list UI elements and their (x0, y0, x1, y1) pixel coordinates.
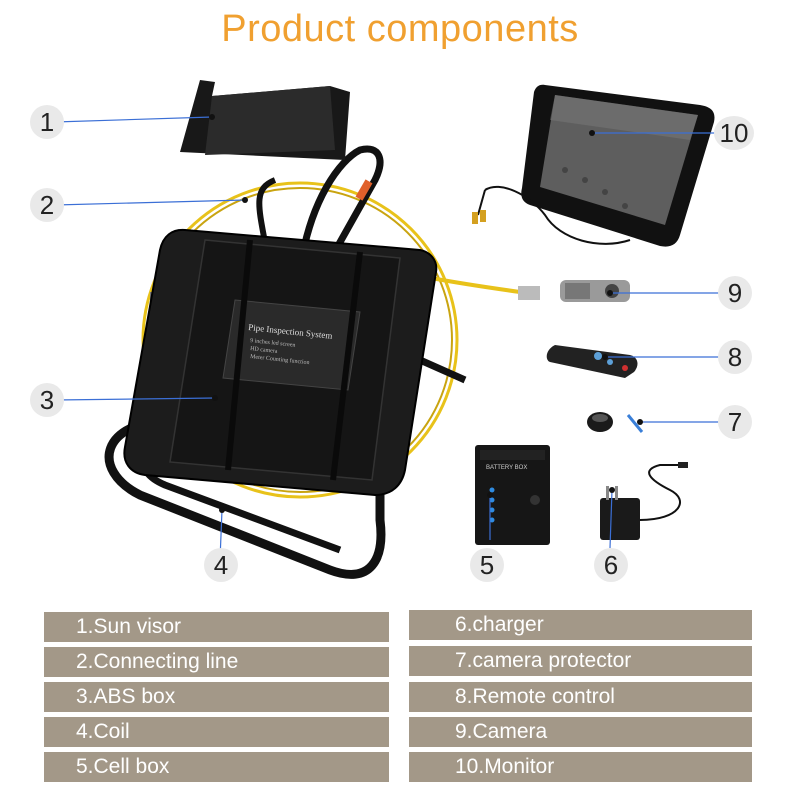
legend-item-camera-protector: 7.camera protector (409, 646, 752, 676)
case-label-line2: 9 inches led screen (250, 338, 296, 349)
callout-3: 3 (30, 383, 64, 417)
camera-protector (587, 412, 644, 433)
monitor (472, 84, 715, 247)
callout-5: 5 (470, 548, 504, 582)
camera (560, 280, 630, 302)
legend-item-coil: 4.Coil (44, 717, 389, 747)
callout-6: 6 (594, 548, 628, 582)
legend-item-abs-box: 3.ABS box (44, 682, 389, 712)
case-label-line3: HD camera (250, 346, 278, 355)
legend-item-charger: 6.charger (409, 610, 752, 640)
legend-item-camera: 9.Camera (409, 717, 752, 747)
legend-item-remote-control: 8.Remote control (409, 682, 752, 712)
legend-item-cell-box: 5.Cell box (44, 752, 389, 782)
callout-lines (54, 114, 725, 561)
charger (600, 462, 688, 540)
callout-10: 10 (714, 116, 754, 150)
legend-item-connecting-line: 2.Connecting line (44, 647, 389, 677)
legend-item-monitor: 10.Monitor (409, 752, 752, 782)
page-title: Product components (221, 8, 579, 50)
remote-control (546, 345, 638, 378)
callout-7: 7 (718, 405, 752, 439)
callout-4: 4 (204, 548, 238, 582)
cell-box: BATTERY BOX (475, 445, 550, 545)
callout-9: 9 (718, 276, 752, 310)
callout-2: 2 (30, 188, 64, 222)
legend-item-sun-visor: 1.Sun visor (44, 612, 389, 642)
battery-box-label: BATTERY BOX (486, 465, 527, 471)
callout-8: 8 (718, 340, 752, 374)
callout-1: 1 (30, 105, 64, 139)
product-illustration: Pipe Inspection System 9 inches led scre… (54, 80, 725, 579)
abs-case: Pipe Inspection System 9 inches led scre… (123, 228, 438, 497)
sun-visor (180, 80, 350, 160)
